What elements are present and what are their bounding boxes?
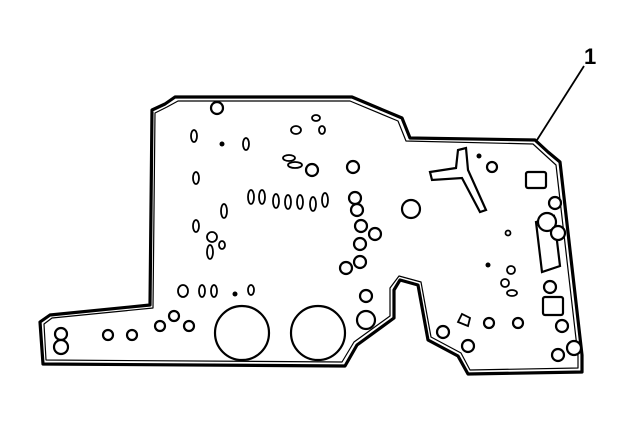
round-hole [167,309,181,323]
round-hole [504,229,512,237]
round-hole [460,338,476,354]
round-hole [349,202,365,218]
square-port [524,170,548,190]
slot-hole [247,189,255,205]
round-hole [435,324,451,340]
round-hole [125,328,139,342]
round-hole [52,338,70,356]
round-hole [500,278,510,288]
large-bore [289,304,347,362]
round-hole [482,316,496,330]
round-hole [347,190,363,206]
round-hole [53,326,69,342]
round-hole [355,309,377,331]
slot-hole [258,189,266,205]
small-notch [456,312,472,328]
round-hole [549,224,567,242]
slot-hole [177,284,189,298]
round-hole [352,254,368,270]
round-hole [318,125,326,135]
slot-hole [220,203,228,219]
slot-hole [242,137,250,151]
slot-hole [284,194,292,210]
plate-outline [38,95,584,376]
slot-hole [272,193,280,209]
round-hole [206,231,218,243]
round-hole [367,226,383,242]
slot-hole [190,129,198,143]
square-port [541,295,565,317]
slot-hole [192,171,200,185]
slot-hole [192,219,200,233]
round-hole [101,328,115,342]
round-hole [547,195,563,211]
round-hole [311,114,321,122]
round-hole [290,125,302,135]
slot-hole [198,284,206,298]
slot-hole [296,194,304,210]
slot-hole [309,196,317,212]
round-hole [304,162,320,178]
slot-hole [218,240,226,250]
round-hole [485,160,499,174]
callout-leader-line [536,65,585,141]
round-hole [153,319,167,333]
round-hole [542,279,558,295]
slot-hole [210,284,218,298]
round-hole [550,347,566,363]
round-hole [209,100,225,116]
slot-hole [506,289,518,297]
round-hole [353,218,369,234]
large-bore [213,304,271,362]
slot-hole [247,284,255,296]
pin-dot [485,262,491,268]
slot-hole [282,154,296,162]
pin-dot [232,291,238,297]
round-hole [511,316,525,330]
round-hole [358,288,374,304]
slot-hole [321,192,329,208]
pin-dot [476,153,482,159]
plate-inner-edge [43,100,579,371]
pin-dot [219,141,225,147]
round-hole [565,339,583,357]
slot-hole [206,244,214,260]
angled-slot [428,146,488,214]
round-hole [345,159,361,175]
round-hole [400,198,422,220]
round-hole [554,318,570,334]
round-hole [338,260,354,276]
round-hole [352,236,368,252]
round-hole [182,319,196,333]
round-hole [506,265,516,275]
round-hole [536,211,558,233]
callout-label: 1 [584,44,596,69]
slot-hole [287,161,303,169]
